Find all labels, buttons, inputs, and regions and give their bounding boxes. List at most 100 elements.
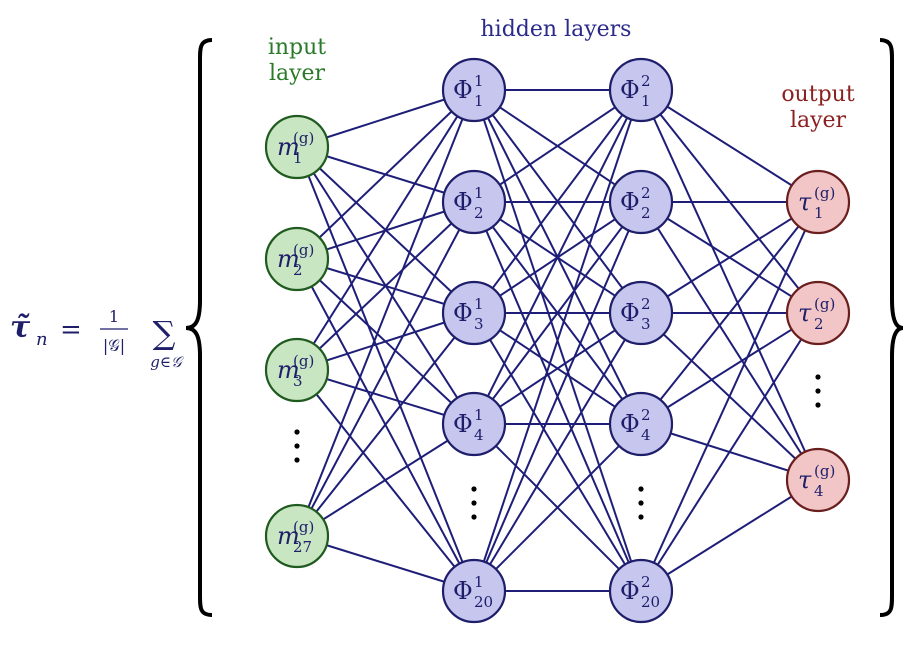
hidden2-node-3-circle (608, 280, 674, 346)
hidden2-ellipsis-dot (638, 486, 644, 492)
output-node-4: τ(g)4 (785, 447, 851, 513)
hidden1-ellipsis (471, 486, 477, 520)
formula-lhs-subscript: n (36, 329, 48, 350)
hidden1-node-20-superscript: 1 (474, 573, 484, 591)
hidden1-ellipsis-dot (471, 514, 477, 520)
edge-hidden2-4-output1 (640, 201, 819, 425)
right-brace (879, 38, 903, 617)
input-node-27-circle (264, 503, 330, 569)
hidden1-node-4-superscript: 1 (474, 406, 484, 424)
input-label-line1: input (268, 35, 326, 60)
edge-hidden1-5-hidden2-1 (473, 89, 642, 592)
output-ellipsis-dot (815, 388, 821, 394)
edge-hidden1-5-hidden2-4 (473, 423, 642, 592)
hidden1-node-20-subscript: 20 (474, 593, 493, 611)
input-node-2-subscript: 2 (293, 261, 303, 279)
input-node-2-symbol: m (277, 245, 300, 273)
input-ellipsis-dot (294, 429, 300, 435)
hidden1-node-1-subscript: 1 (474, 92, 484, 110)
edge-input3-hidden1-2 (296, 201, 475, 371)
edge-hidden1-4-hidden2-3 (473, 312, 642, 425)
formula-fraction-denominator: |𝒢| (103, 336, 125, 355)
input-node-1: m(g)1 (264, 114, 330, 180)
output-node-1: τ(g) 1 (785, 169, 851, 235)
input-node-3-symbol: m (277, 356, 300, 384)
edge-hidden2-5-output3 (640, 479, 819, 592)
edge-input2-hidden1-1 (296, 89, 475, 260)
hidden1-ellipsis-dot (471, 486, 477, 492)
input-node-3-subscript: 3 (293, 372, 303, 390)
input-node-3-superscript: (g) (293, 352, 314, 370)
input-ellipsis-dot (294, 443, 300, 449)
hidden1-node-20-symbol: Φ (453, 577, 473, 605)
input-node-1-subscript: 1 (293, 149, 303, 167)
hidden2-node-2-subscript: 2 (641, 204, 651, 222)
input-node-1-superscript: (g) (293, 129, 314, 147)
output-node-1-symbol: τ (798, 188, 812, 216)
hidden2-node-20-circle (608, 558, 674, 624)
edge-hidden1-3-hidden2-1 (473, 89, 642, 314)
hidden1-node-1-circle (441, 57, 507, 123)
hidden2-node-2-symbol: Φ (620, 188, 640, 216)
input-node-3: m(g) 3 (264, 337, 330, 403)
edge-hidden2-2-output3 (640, 201, 819, 481)
edge-hidden2-5-output1 (640, 201, 819, 592)
edge-hidden1-2-hidden2-1 (473, 89, 642, 203)
hidden1-node-4-circle (441, 391, 507, 457)
hidden1-node-4-symbol: Φ (453, 410, 473, 438)
edge-input4-hidden1-4 (296, 423, 475, 537)
edge-input3-hidden1-1 (296, 89, 475, 371)
hidden2-node-2-superscript: 2 (641, 184, 651, 202)
output-node-4-subscript: 4 (814, 482, 824, 500)
edge-hidden1-5-hidden2-2 (473, 201, 642, 592)
output-node-1-subscript: 1 (814, 204, 824, 222)
formula-equals: = (60, 315, 82, 345)
edge-hidden2-1-output3 (640, 89, 819, 481)
hidden2-node-4-circle (608, 391, 674, 457)
input-node-27: m(g)27 (264, 503, 330, 569)
hidden1-node-2-subscript: 2 (474, 204, 484, 222)
hidden2-node-3-superscript: 2 (641, 295, 651, 313)
input-node-27-superscript: (g) (293, 518, 314, 536)
edge-input4-hidden1-3 (296, 312, 475, 537)
hidden1-node-4-subscript: 4 (474, 426, 484, 444)
hidden2-node-1-subscript: 1 (641, 92, 651, 110)
edge-input4-hidden1-1 (296, 89, 475, 537)
output-node-2-subscript: 2 (814, 315, 824, 333)
formula-lhs-symbol: τ̃ (10, 310, 31, 345)
edge-hidden1-4-hidden2-1 (473, 89, 642, 425)
hidden1-node-3-subscript: 3 (474, 315, 484, 333)
hidden1-node-3-superscript: 1 (474, 295, 484, 313)
formula-sum-subscript: g∈𝒢 (150, 353, 184, 371)
output-ellipsis-dot (815, 402, 821, 408)
hidden2-node-2-circle (608, 169, 674, 235)
output-node-4-circle (785, 447, 851, 513)
output-node-1-superscript: (g) (814, 184, 835, 202)
left-brace (185, 38, 213, 617)
hidden2-node-20-superscript: 2 (641, 573, 651, 591)
formula: τ̃ n = 1 |𝒢| ∑ g∈𝒢 (10, 307, 184, 371)
formula-sum-symbol: ∑ (153, 314, 176, 352)
output-ellipsis (815, 374, 821, 408)
hidden1-node-1-superscript: 1 (474, 72, 484, 90)
hidden2-node-3-subscript: 3 (641, 315, 651, 333)
input-node-27-subscript: 27 (293, 538, 312, 556)
output-node-2-circle (785, 280, 851, 346)
hidden2-ellipsis-dot (638, 500, 644, 506)
output-node-2: τ(g)2 (785, 280, 851, 346)
output-node-2-symbol: τ (798, 299, 812, 327)
output-node-4-symbol: τ (798, 466, 812, 494)
hidden1-node-3-symbol: Φ (453, 299, 473, 327)
hidden1-node-2-symbol: Φ (453, 188, 473, 216)
edge-hidden1-4-hidden2-2 (473, 201, 642, 425)
hidden2-node-1-superscript: 2 (641, 72, 651, 90)
edge-input4-hidden1-2 (296, 201, 475, 537)
input-node-3-circle (264, 337, 330, 403)
edge-hidden2-1-output1 (640, 89, 819, 203)
hidden-layers-label: hidden layers (481, 17, 632, 42)
